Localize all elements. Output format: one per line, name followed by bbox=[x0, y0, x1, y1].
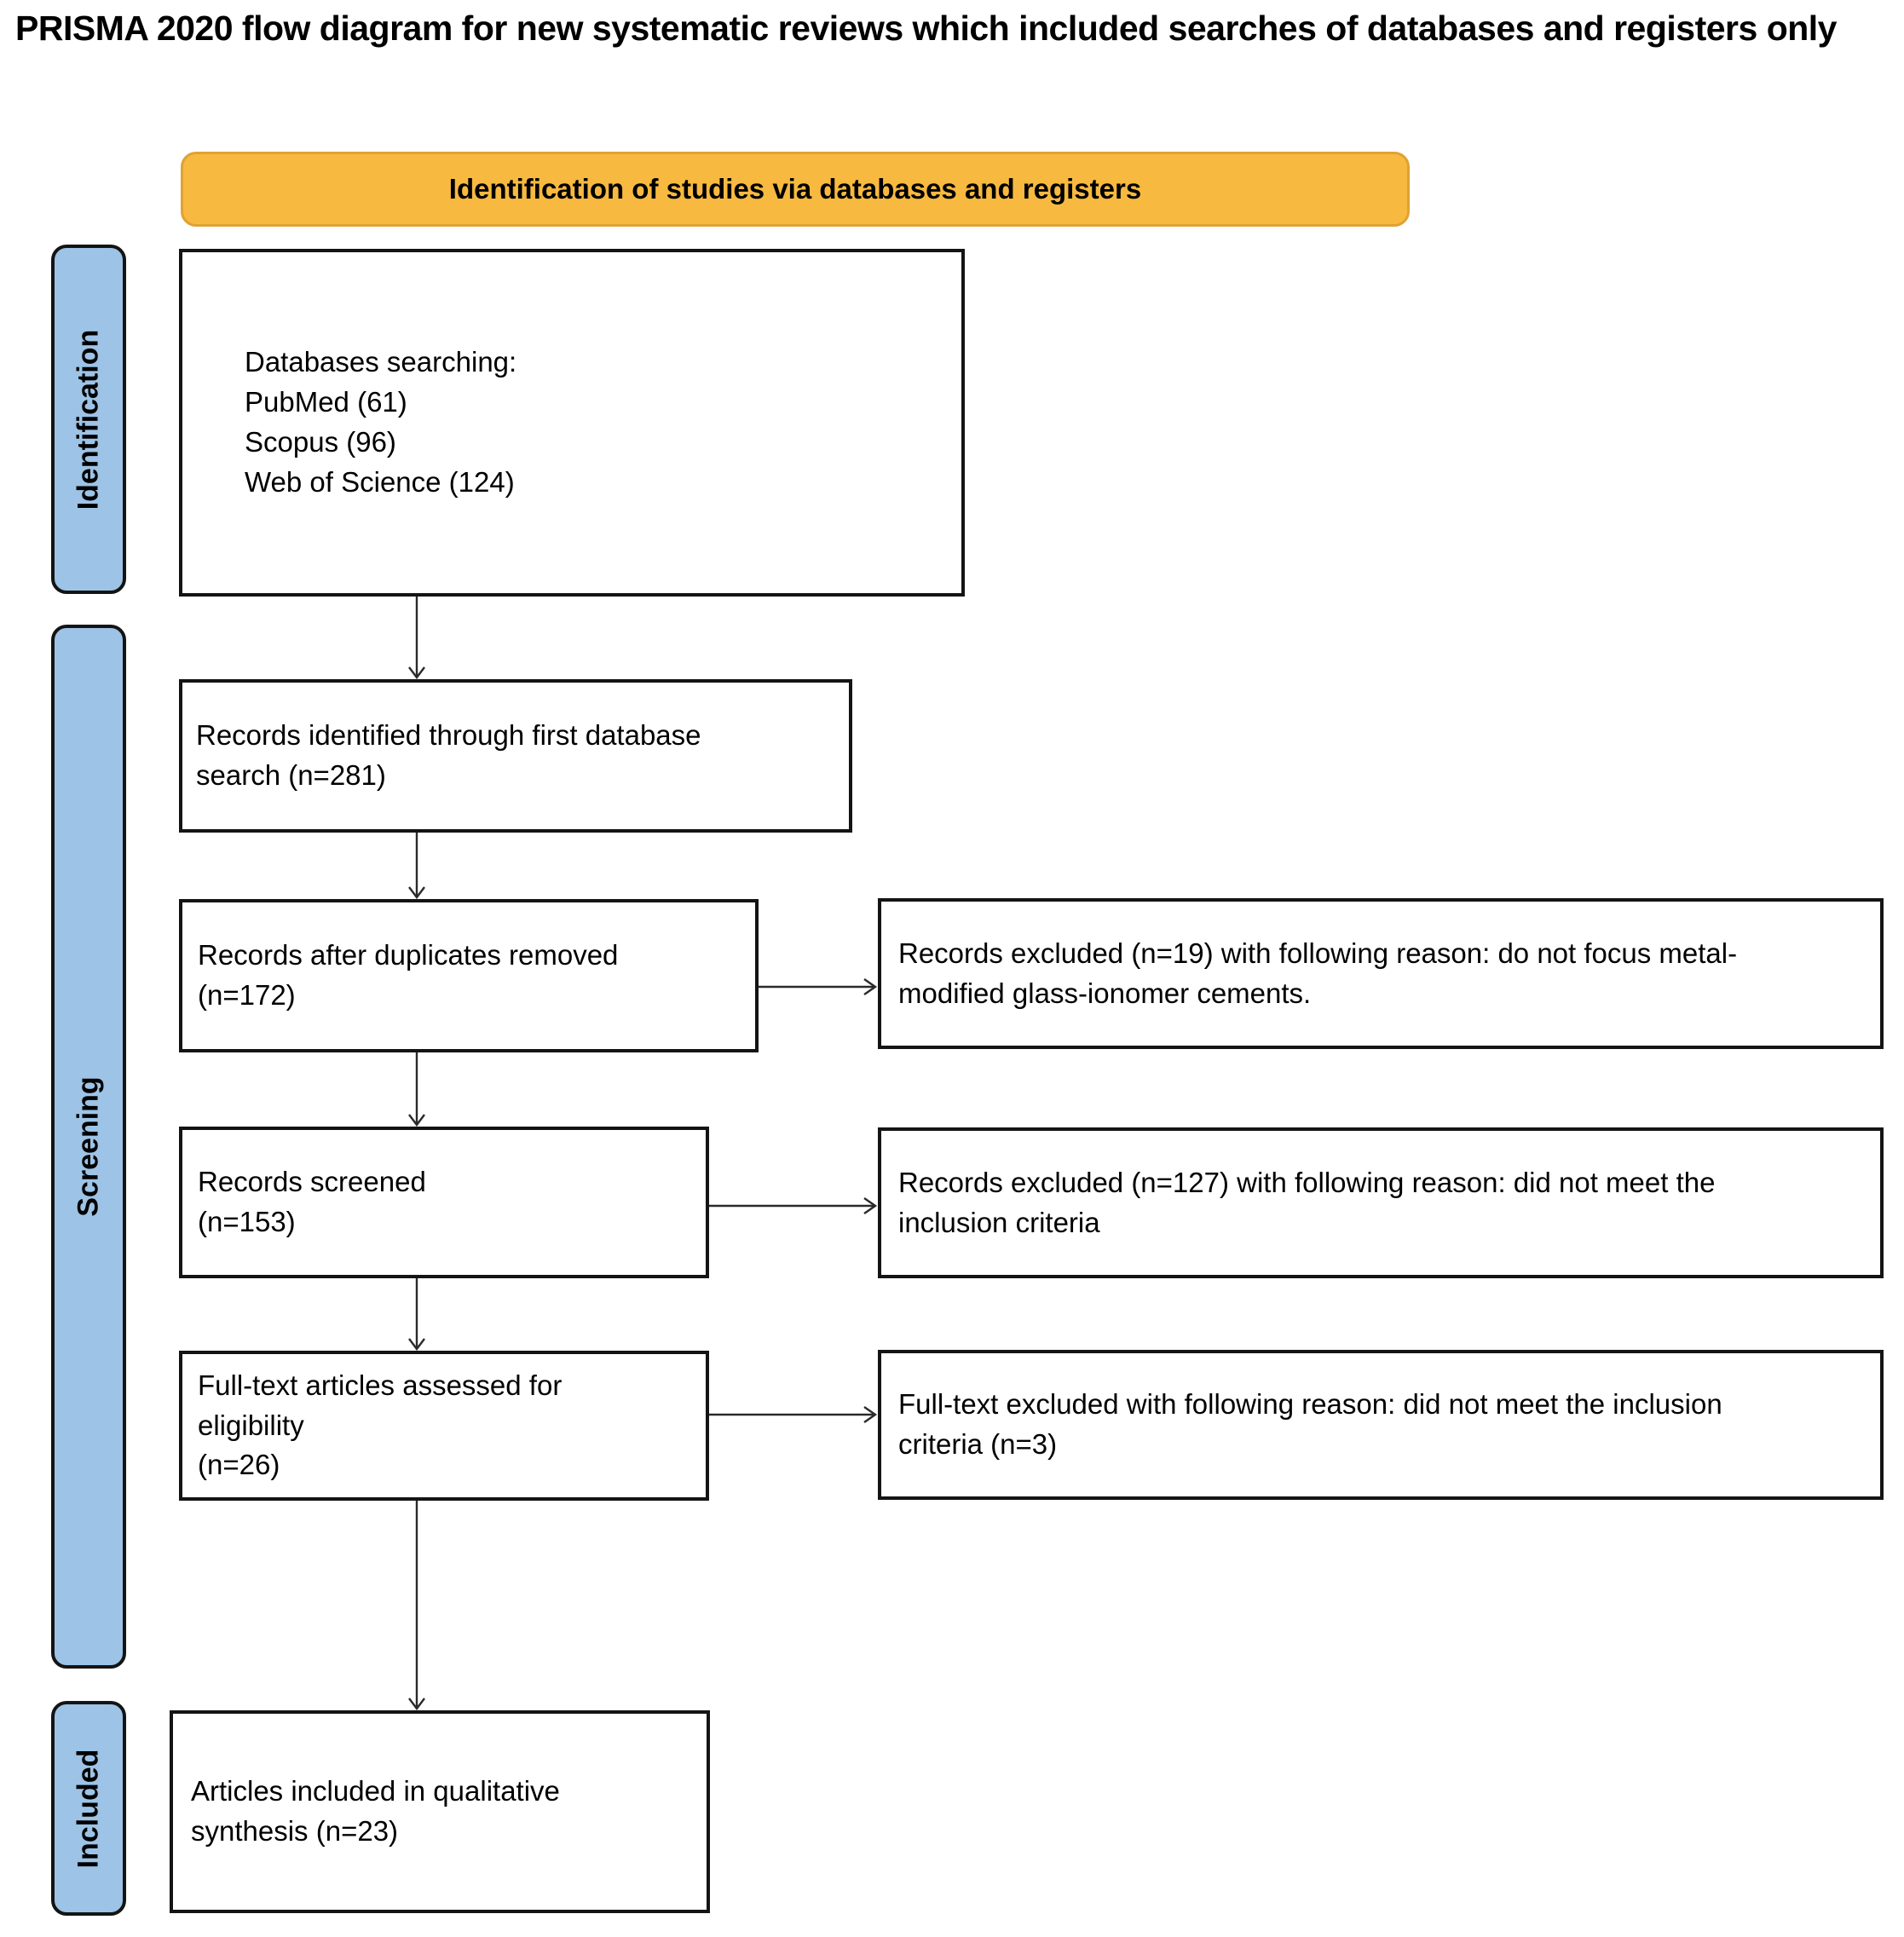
box-records-excluded-127: Records excluded (n=127) with following … bbox=[878, 1127, 1884, 1278]
arrow-screened-to-excluded127 bbox=[709, 1197, 878, 1214]
box-records-excluded-19-text: Records excluded (n=19) with following r… bbox=[898, 937, 1738, 1009]
diagram-title: PRISMA 2020 flow diagram for new systema… bbox=[15, 9, 1837, 48]
stage-included-label: Included bbox=[72, 1749, 105, 1868]
box-records-excluded-19: Records excluded (n=19) with following r… bbox=[878, 898, 1884, 1049]
box-records-screened-text: Records screened (n=153) bbox=[198, 1166, 426, 1237]
box-articles-included-text: Articles included in qualitative synthes… bbox=[191, 1775, 560, 1847]
box-articles-included: Articles included in qualitative synthes… bbox=[170, 1710, 710, 1913]
stage-included: Included bbox=[51, 1701, 126, 1916]
box-fulltext-excluded-3-text: Full-text excluded with following reason… bbox=[898, 1388, 1722, 1460]
box-databases-search: Databases searching: PubMed (61) Scopus … bbox=[179, 249, 965, 597]
arrow-fulltext-to-included bbox=[408, 1501, 425, 1710]
box-records-excluded-127-text: Records excluded (n=127) with following … bbox=[898, 1166, 1716, 1238]
arrow-databases-to-identified bbox=[408, 597, 425, 679]
box-records-identified: Records identified through first databas… bbox=[179, 679, 852, 833]
stage-screening-label: Screening bbox=[72, 1076, 105, 1217]
box-fulltext-assessed: Full-text articles assessed for eligibil… bbox=[179, 1351, 709, 1501]
arrow-duplicates-to-excluded19 bbox=[759, 978, 878, 995]
banner-label: Identification of studies via databases … bbox=[448, 173, 1142, 205]
box-duplicates-removed: Records after duplicates removed (n=172) bbox=[179, 899, 759, 1052]
box-records-screened: Records screened (n=153) bbox=[179, 1127, 709, 1278]
box-fulltext-excluded-3: Full-text excluded with following reason… bbox=[878, 1350, 1884, 1500]
box-duplicates-removed-text: Records after duplicates removed (n=172) bbox=[198, 939, 619, 1011]
arrow-screened-to-fulltext bbox=[408, 1278, 425, 1351]
box-databases-search-text: Databases searching: PubMed (61) Scopus … bbox=[245, 346, 517, 498]
arrow-identified-to-duplicates bbox=[408, 833, 425, 899]
box-fulltext-assessed-text: Full-text articles assessed for eligibil… bbox=[198, 1369, 563, 1481]
stage-identification: Identification bbox=[51, 245, 126, 594]
arrow-duplicates-to-screened bbox=[408, 1052, 425, 1127]
arrow-fulltext-to-excluded3 bbox=[709, 1406, 878, 1423]
stage-identification-label: Identification bbox=[72, 329, 105, 510]
banner-identification-of-studies: Identification of studies via databases … bbox=[181, 152, 1410, 227]
box-records-identified-text: Records identified through first databas… bbox=[196, 719, 701, 791]
stage-screening: Screening bbox=[51, 625, 126, 1669]
